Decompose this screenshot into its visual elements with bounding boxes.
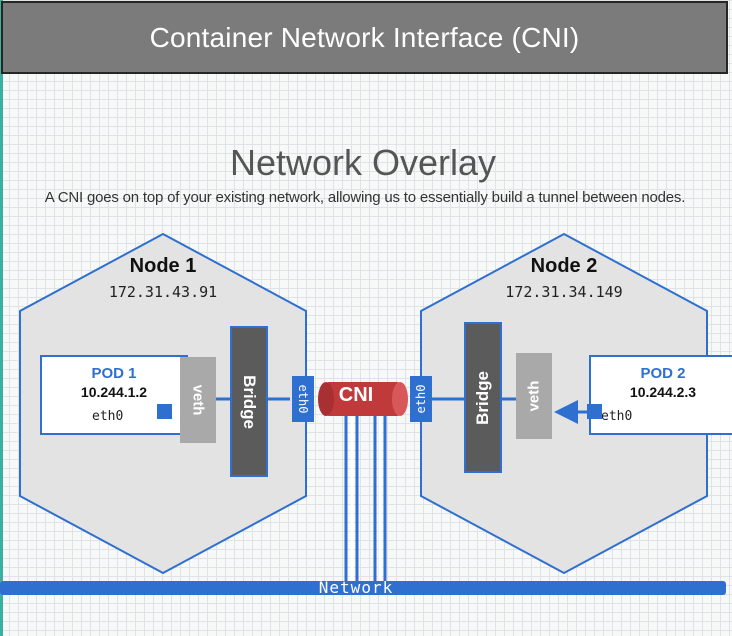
node-2-eth0-label: eth0 (414, 384, 428, 414)
cni-tunnel (318, 382, 408, 416)
node-2-eth0: eth0 (410, 376, 432, 422)
node-2-veth-label: veth (525, 380, 543, 412)
pod-1-port (157, 404, 172, 419)
pod-2-ip: 10.244.2.3 (629, 384, 697, 400)
diagram-subtitle: A CNI goes on top of your existing netwo… (44, 189, 686, 206)
node-1-eth0-label: eth0 (296, 384, 310, 414)
node-1-bridge: Bridge (230, 326, 268, 477)
diagram-title: Network Overlay (229, 142, 497, 183)
node-1-veth-label: veth (189, 384, 207, 416)
header-title: Container Network Interface (CNI) (149, 21, 580, 53)
pod-2-interface: eth0 (601, 409, 633, 424)
pod-1-box: POD 1 10.244.1.2 eth0 (40, 355, 188, 435)
network-bar (0, 581, 726, 595)
cni-network-links (344, 412, 387, 582)
node-2-bridge-label: Bridge (473, 370, 492, 425)
node-2-title: Node 2 (530, 255, 598, 277)
node-2-ip: 172.31.34.149 (505, 283, 623, 301)
pod-2-port (587, 404, 602, 419)
pod-1-name: POD 1 (91, 365, 137, 382)
header-banner: Container Network Interface (CNI) (1, 1, 728, 74)
node-2-veth: veth (516, 353, 552, 439)
cni-label: CNI (338, 384, 374, 406)
pod-1-ip: 10.244.1.2 (80, 384, 148, 400)
pod-2-box: POD 2 10.244.2.3 eth0 (589, 355, 732, 435)
pod-1-interface: eth0 (92, 409, 124, 424)
node-1-veth: veth (180, 357, 216, 443)
node-1-title: Node 1 (129, 255, 197, 277)
pod-2-name: POD 2 (640, 365, 686, 382)
network-label: Network (318, 578, 394, 597)
left-accent-rule (0, 0, 3, 636)
node-2-bridge: Bridge (464, 322, 502, 473)
node-1-eth0: eth0 (292, 376, 314, 422)
node-1-bridge-label: Bridge (240, 374, 259, 429)
node-1-ip: 172.31.43.91 (108, 283, 218, 301)
